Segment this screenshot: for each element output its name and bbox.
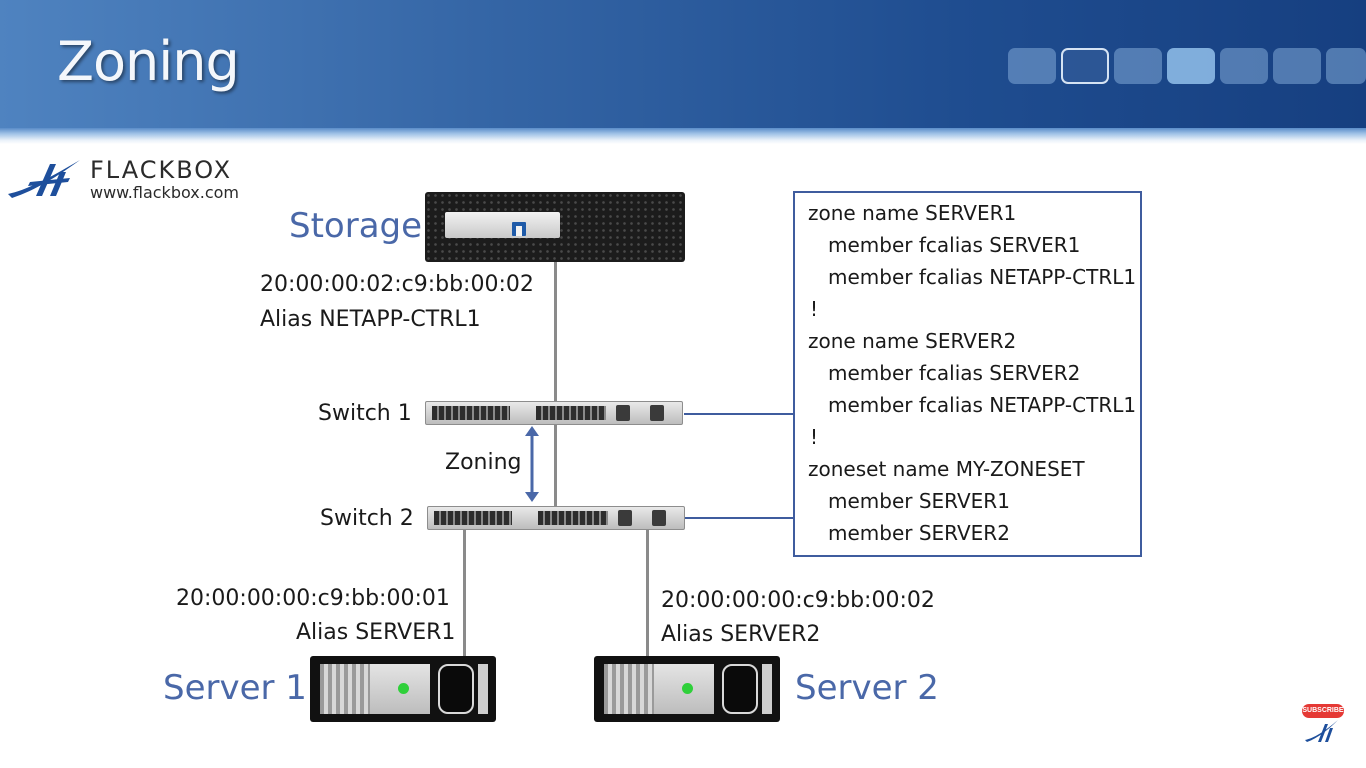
switch2-label: Switch 2	[320, 506, 414, 531]
config-line: member SERVER1	[828, 489, 1010, 513]
config-line: zone name SERVER2	[808, 329, 1017, 353]
flackbox-logo: FLACKBOX www.flackbox.com	[6, 156, 266, 204]
nav-tile	[1220, 48, 1268, 84]
storage-label: Storage	[289, 206, 423, 246]
switch-ports	[538, 511, 608, 525]
logo-wordmark: FLACKBOX	[90, 156, 233, 184]
server-status-led-icon	[682, 683, 693, 694]
server1-label: Server 1	[163, 668, 307, 708]
nav-tile	[1326, 48, 1366, 84]
config-line: zoneset name MY-ZONESET	[808, 457, 1085, 481]
storage-wwn: 20:00:00:02:c9:bb:00:02	[260, 272, 534, 297]
switch-module	[618, 510, 632, 526]
config-line: member fcalias SERVER1	[828, 233, 1081, 257]
server-side-panel	[478, 664, 488, 714]
zoning-config-box: zone name SERVER1 member fcalias SERVER1…	[793, 191, 1142, 557]
flackbox-logo-icon	[8, 160, 80, 198]
config-line: member fcalias SERVER2	[828, 361, 1081, 385]
switch1-config-link	[684, 413, 794, 415]
server-handle	[438, 664, 474, 714]
switch-ports	[434, 511, 512, 525]
server-grill	[320, 664, 370, 714]
switch-1	[425, 401, 683, 425]
switch-module	[616, 405, 630, 421]
config-line: member fcalias NETAPP-CTRL1	[828, 393, 1137, 417]
server-2	[594, 656, 780, 722]
switch-ports	[536, 406, 606, 420]
flackbox-watermark-icon	[1305, 720, 1338, 742]
server1-alias: Alias SERVER1	[296, 620, 456, 645]
server2-link	[646, 528, 649, 658]
nav-tile	[1008, 48, 1056, 84]
switch-ports	[432, 406, 510, 420]
server-side-panel	[762, 664, 772, 714]
config-line: zone name SERVER1	[808, 201, 1017, 225]
server2-wwn: 20:00:00:00:c9:bb:00:02	[661, 588, 935, 613]
storage-array	[425, 192, 685, 262]
config-line: member fcalias NETAPP-CTRL1	[828, 265, 1137, 289]
server-grill	[604, 664, 654, 714]
server1-link	[463, 528, 466, 658]
switch-2	[427, 506, 685, 530]
zoning-arrow-icon	[525, 426, 539, 502]
nav-tile-current	[1061, 48, 1109, 84]
server1-wwn: 20:00:00:00:c9:bb:00:01	[176, 586, 450, 611]
switch-module	[650, 405, 664, 421]
header-stripe	[0, 128, 1366, 144]
server-handle	[722, 664, 758, 714]
switch1-label: Switch 1	[318, 401, 412, 426]
slide-title: Zoning	[57, 30, 240, 93]
storage-switch-link	[554, 262, 557, 520]
server-1	[310, 656, 496, 722]
slide-header: Zoning	[0, 0, 1366, 133]
nav-tile	[1114, 48, 1162, 84]
server2-alias: Alias SERVER2	[661, 622, 821, 647]
nav-tile	[1167, 48, 1215, 84]
config-line: !	[810, 425, 819, 449]
nav-tile	[1273, 48, 1321, 84]
logo-url: www.flackbox.com	[90, 183, 239, 202]
switch-module	[652, 510, 666, 526]
server-status-led-icon	[398, 683, 409, 694]
storage-alias: Alias NETAPP-CTRL1	[260, 307, 481, 332]
config-line: !	[810, 297, 819, 321]
netapp-logo-icon	[512, 222, 526, 236]
server2-label: Server 2	[795, 668, 939, 708]
config-line: member SERVER2	[828, 521, 1010, 545]
storage-front-panel	[445, 212, 560, 238]
zoning-label: Zoning	[445, 450, 522, 475]
subscribe-button[interactable]: SUBSCRIBE	[1302, 704, 1344, 718]
switch2-config-link	[684, 517, 794, 519]
